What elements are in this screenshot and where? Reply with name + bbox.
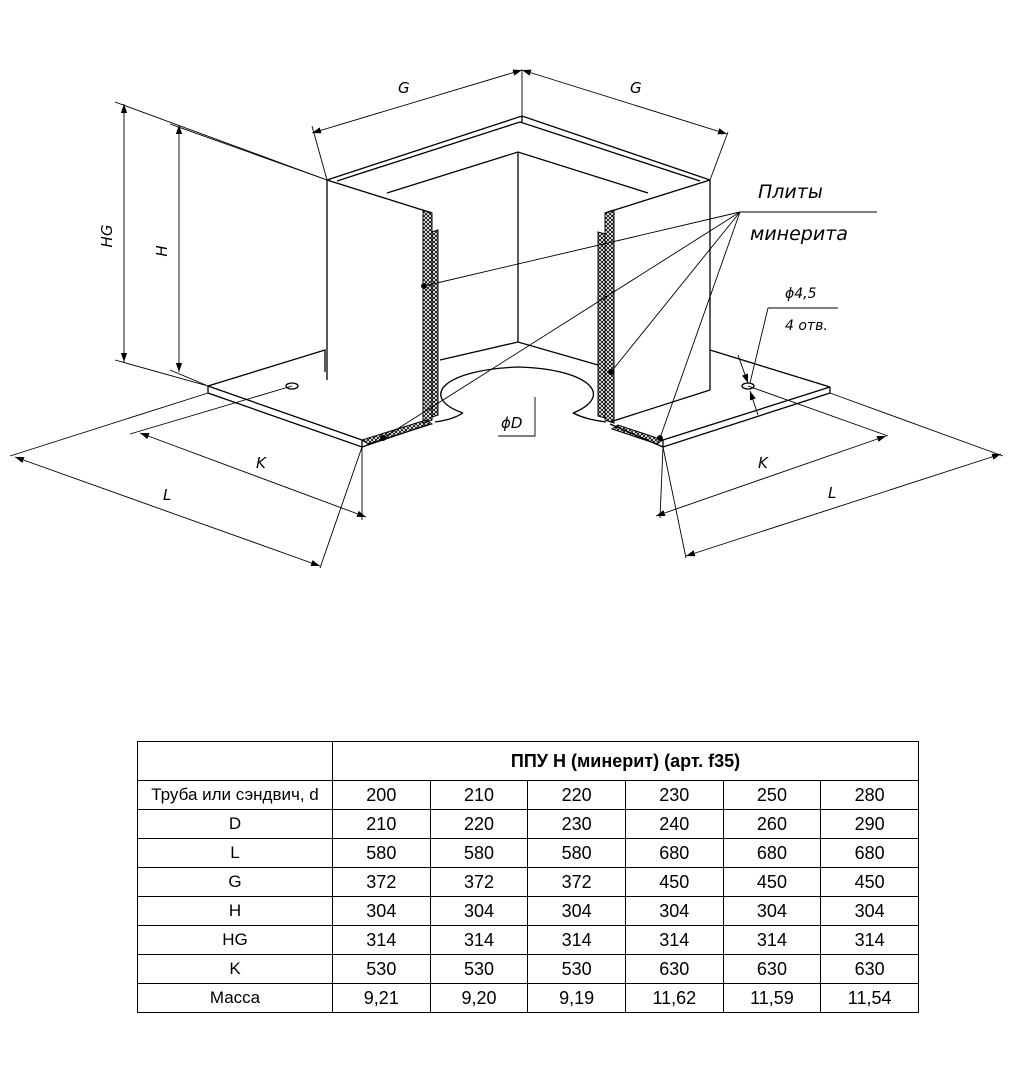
table-cell: 450: [820, 867, 919, 897]
table-cell: 250: [722, 780, 822, 810]
plates-label-line2: минерита: [750, 223, 848, 245]
table-cell: 630: [820, 954, 919, 984]
mounting-hole-left: [285, 382, 299, 390]
table-cell: 304: [722, 896, 822, 926]
table-cell: 372: [332, 867, 431, 897]
table-cell: 9,21: [332, 983, 431, 1013]
g-right-label: G: [630, 79, 642, 97]
table-title: ППУ Н (минерит) (арт. f35): [332, 741, 919, 781]
table-cell: 680: [624, 838, 724, 868]
table-cell: 314: [820, 925, 919, 955]
table-cell: 450: [624, 867, 724, 897]
d-callout: [498, 397, 536, 437]
table-cell: 530: [332, 954, 431, 984]
table-corner-cell: [137, 741, 333, 781]
table-cell: 240: [624, 809, 724, 839]
table-cell: 11,54: [820, 983, 919, 1013]
height-dimensions: [114, 101, 328, 387]
spec-table-body: ППУ Н (минерит) (арт. f35) Труба или сэн…: [137, 741, 919, 1013]
table-header-row: ППУ Н (минерит) (арт. f35): [137, 741, 919, 781]
table-cell: 210: [332, 809, 431, 839]
row-label: D: [137, 809, 333, 839]
pipe-opening: [434, 366, 607, 423]
k-right-label: K: [758, 454, 769, 472]
g-left-label: G: [398, 79, 410, 97]
table-cell: 260: [722, 809, 822, 839]
table-cell: 680: [820, 838, 919, 868]
l-left-label: L: [163, 486, 171, 504]
hole-count-label: 4 отв.: [785, 318, 828, 334]
l-right-label: L: [828, 484, 836, 502]
table-cell: 372: [429, 867, 529, 897]
table-cell: 530: [527, 954, 626, 984]
table-cell: 304: [820, 896, 919, 926]
table-cell: 280: [820, 780, 919, 810]
row-label: G: [137, 867, 333, 897]
g-dimensions: [311, 69, 729, 181]
table-cell: 372: [527, 867, 626, 897]
table-cell: 11,59: [722, 983, 822, 1013]
table-cell: 290: [820, 809, 919, 839]
table-cell: 680: [722, 838, 822, 868]
table-cell: 314: [624, 925, 724, 955]
hg-label: HG: [98, 225, 116, 248]
spec-table: ППУ Н (минерит) (арт. f35) Труба или сэн…: [137, 741, 919, 1013]
table-cell: 220: [429, 809, 529, 839]
right-dimensions: [655, 385, 1004, 559]
table-cell: 11,62: [624, 983, 724, 1013]
table-cell: 580: [429, 838, 529, 868]
table-cell: 314: [429, 925, 529, 955]
row-label: K: [137, 954, 333, 984]
table-cell: 9,20: [429, 983, 529, 1013]
table-cell: 200: [332, 780, 431, 810]
table-cell: 314: [722, 925, 822, 955]
technical-drawing: Плиты минерита ϕ4,5 4 отв. ϕD G G HG H: [9, 69, 1004, 569]
table-cell: 630: [722, 954, 822, 984]
table-cell: 314: [527, 925, 626, 955]
hole-diameter-label: ϕ4,5: [785, 286, 817, 302]
table-cell: 530: [429, 954, 529, 984]
table-cell: 304: [527, 896, 626, 926]
h-label: H: [153, 245, 171, 256]
table-cell: 630: [624, 954, 724, 984]
table-cell: 304: [624, 896, 724, 926]
mineral-plates: [360, 209, 665, 445]
d-label: ϕD: [501, 414, 522, 432]
table-cell: 210: [429, 780, 529, 810]
row-label: L: [137, 838, 333, 868]
table-cell: 304: [332, 896, 431, 926]
k-left-label: K: [256, 454, 267, 472]
table-cell: 230: [624, 780, 724, 810]
table-cell: 314: [332, 925, 431, 955]
row-label: H: [137, 896, 333, 926]
plates-leaders: [380, 211, 877, 441]
row-label: Масса: [137, 983, 333, 1013]
hole-callout: [737, 307, 838, 416]
table-cell: 580: [527, 838, 626, 868]
base-plate: [207, 349, 831, 448]
row-label: Труба или сэндвич, d: [137, 780, 333, 810]
table-cell: 304: [429, 896, 529, 926]
plates-label-line1: Плиты: [758, 181, 823, 203]
row-label: HG: [137, 925, 333, 955]
table-cell: 580: [332, 838, 431, 868]
table-cell: 9,19: [527, 983, 626, 1013]
table-cell: 230: [527, 809, 626, 839]
housing: [326, 115, 711, 423]
table-cell: 450: [722, 867, 822, 897]
table-cell: 220: [527, 780, 626, 810]
left-dimensions: [9, 385, 367, 569]
